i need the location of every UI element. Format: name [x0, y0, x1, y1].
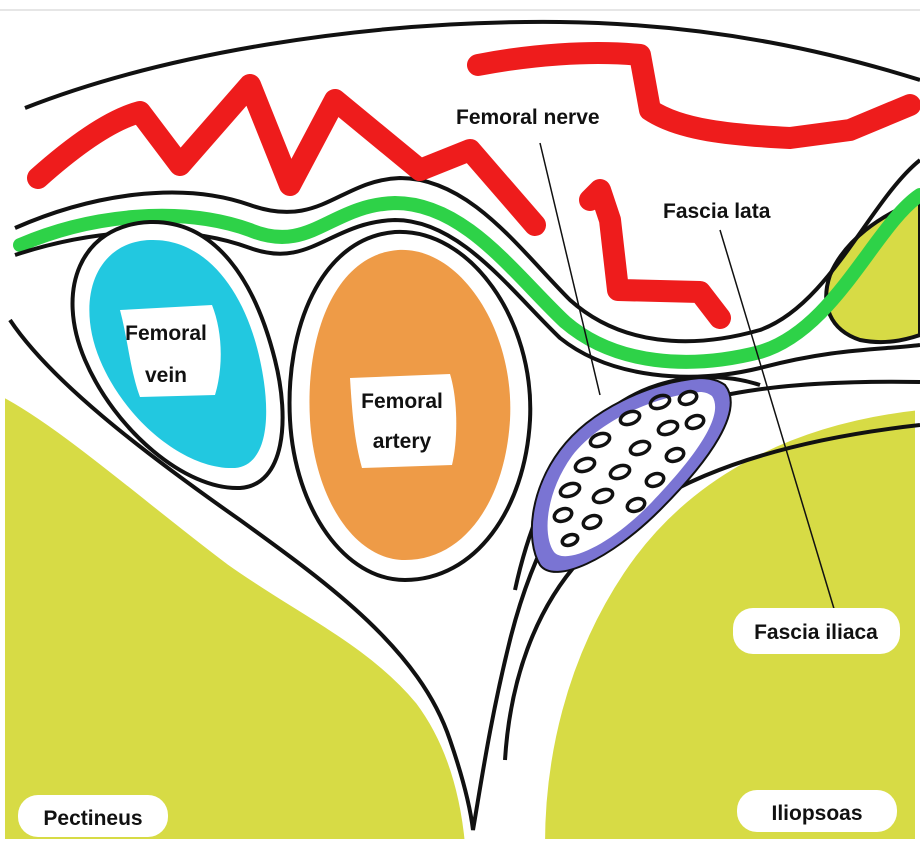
femoral-vein [73, 222, 283, 488]
sartorius-muscle [826, 200, 920, 342]
femoral-artery-label-line1: Femoral [361, 390, 443, 413]
femoral-vein-label-line1: Femoral [125, 322, 207, 345]
fascia-lata-label: Fascia lata [663, 200, 771, 223]
fascia-iliaca-label: Fascia iliaca [754, 621, 878, 644]
femoral-nerve-leader [540, 143, 600, 395]
femoral-artery-label-line2: artery [373, 430, 432, 453]
femoral-vein-label-line2: vein [145, 364, 187, 387]
femoral-nerve-label: Femoral nerve [456, 106, 600, 129]
pectineus-label: Pectineus [43, 807, 142, 830]
iliopsoas-label: Iliopsoas [771, 802, 862, 825]
